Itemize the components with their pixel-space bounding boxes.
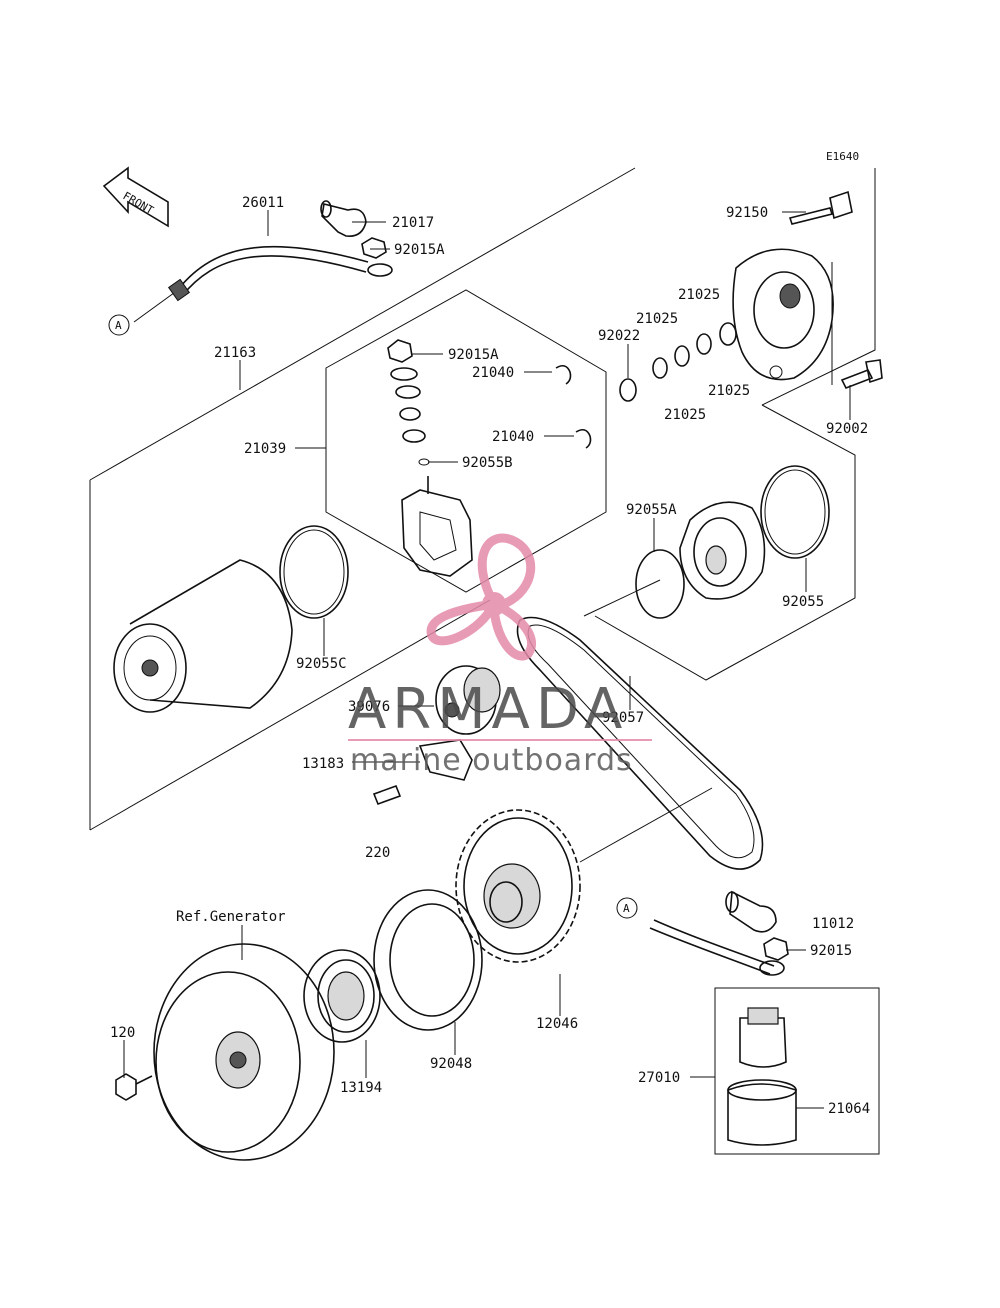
cable-26011 — [167, 245, 393, 302]
label-26011: 26011 — [242, 195, 284, 211]
label-92015A-top: 92015A — [394, 242, 445, 258]
end-cover — [732, 248, 834, 381]
brush-holder-box — [325, 289, 607, 593]
label-120: 120 — [110, 1025, 135, 1041]
front-arrow-icon: FRONT — [102, 166, 169, 228]
label-92055B: 92055B — [462, 455, 513, 471]
o-ring-92055C — [279, 525, 349, 619]
label-92057: 92057 — [602, 710, 644, 726]
spring-21040-a — [555, 364, 572, 385]
spring-21040-b — [575, 428, 592, 449]
washer-stack — [390, 367, 430, 466]
label-92022: 92022 — [598, 328, 640, 344]
label-21025-c: 21025 — [708, 383, 750, 399]
label-ref-generator: Ref.Generator — [176, 909, 286, 925]
label-92055: 92055 — [782, 594, 824, 610]
label-21064: 21064 — [828, 1101, 870, 1117]
terminal-boot-11012 — [725, 890, 777, 933]
svg-text:A: A — [623, 902, 630, 915]
label-92015: 92015 — [810, 943, 852, 959]
front-cover — [679, 501, 766, 600]
label-92048: 92048 — [430, 1056, 472, 1072]
label-21040-b: 21040 — [492, 429, 534, 445]
label-21025-a: 21025 — [678, 287, 720, 303]
screw-92150 — [788, 190, 853, 225]
label-11012: 11012 — [812, 916, 854, 932]
label-27010: 27010 — [638, 1070, 680, 1086]
o-ring-92055A — [635, 549, 685, 619]
label-13183: 13183 — [302, 756, 344, 772]
watermark-tagline: marine outboards — [350, 743, 633, 778]
label-21163: 21163 — [214, 345, 256, 361]
terminal-boot-21017 — [320, 200, 367, 238]
washers-21025 — [619, 322, 737, 402]
nut-92015A-mid — [387, 339, 413, 363]
svg-text:A: A — [115, 319, 122, 332]
label-92055C: 92055C — [296, 656, 347, 672]
oneway-clutch-13194 — [303, 949, 381, 1043]
nut-92015A-top — [361, 237, 387, 259]
starter-motor-box — [89, 167, 636, 831]
label-21039: 21039 — [244, 441, 286, 457]
ref-marker-a-top: A — [108, 314, 130, 336]
label-12046: 12046 — [536, 1016, 578, 1032]
nut-92015 — [763, 937, 789, 961]
brush-holder-21039 — [401, 476, 473, 577]
label-21025-b: 21025 — [636, 311, 678, 327]
bolt-120 — [115, 1073, 153, 1101]
flywheel — [153, 943, 335, 1161]
motor-yoke — [113, 559, 293, 713]
label-92015A-mid: 92015A — [448, 347, 499, 363]
label-13194: 13194 — [340, 1080, 382, 1096]
cable-lower — [649, 919, 785, 976]
ref-marker-a-bottom: A — [616, 897, 638, 919]
part-labels: 26011 21017 92015A 92015A 21163 21040 21… — [110, 195, 870, 1117]
front-arrow-label: FRONT — [121, 189, 157, 217]
diagram-code: E1640 — [826, 150, 859, 163]
propeller-logo-icon — [426, 533, 537, 661]
label-92055A: 92055A — [626, 502, 677, 518]
solenoid-box — [714, 987, 880, 1155]
watermark-brand: ARMADA — [348, 677, 628, 742]
bolt-92002 — [840, 359, 883, 390]
label-92150: 92150 — [726, 205, 768, 221]
clutch-39076 — [435, 665, 501, 735]
solenoid-relay — [739, 1007, 787, 1068]
housing-92048 — [373, 889, 483, 1031]
label-92002: 92002 — [826, 421, 868, 437]
solenoid-cover-21064 — [727, 1079, 797, 1146]
o-ring-92055 — [760, 465, 830, 559]
gear-12046 — [455, 809, 581, 963]
label-220: 220 — [365, 845, 390, 861]
label-21025-d: 21025 — [664, 407, 706, 423]
label-21017: 21017 — [392, 215, 434, 231]
label-39076: 39076 — [348, 699, 390, 715]
watermark: ARMADA marine outboards — [348, 533, 652, 778]
label-21040-a: 21040 — [472, 365, 514, 381]
